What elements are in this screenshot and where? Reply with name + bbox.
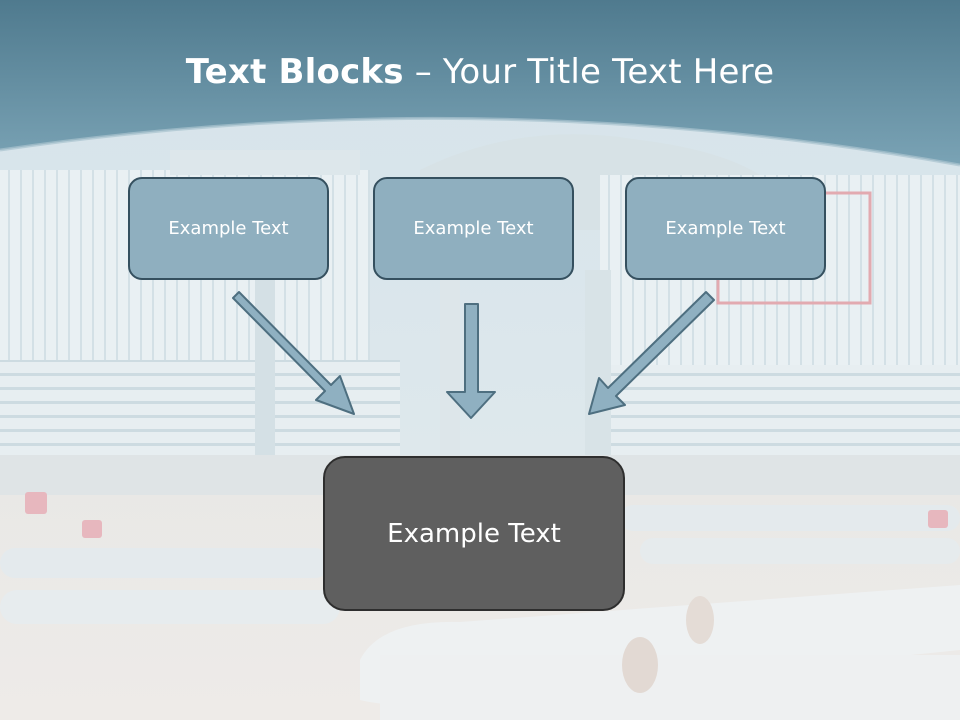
text-block-1[interactable]: Example Text <box>128 177 329 280</box>
text-block-3[interactable]: Example Text <box>625 177 826 280</box>
text-block-1-label: Example Text <box>168 218 289 239</box>
text-block-2-label: Example Text <box>413 218 534 239</box>
text-block-2[interactable]: Example Text <box>373 177 574 280</box>
title-rest: Your Title Text Here <box>442 52 775 92</box>
title-band <box>0 0 960 167</box>
arrow-left <box>232 291 355 415</box>
text-block-3-label: Example Text <box>665 218 786 239</box>
title-separator: – <box>414 52 432 92</box>
main-text-block[interactable]: Example Text <box>323 456 625 611</box>
main-text-block-label: Example Text <box>387 518 561 549</box>
page-title: Text Blocks – Your Title Text Here <box>0 52 960 92</box>
title-bold: Text Blocks <box>185 52 404 92</box>
arrow-center <box>446 303 496 419</box>
arrow-right <box>588 291 715 415</box>
